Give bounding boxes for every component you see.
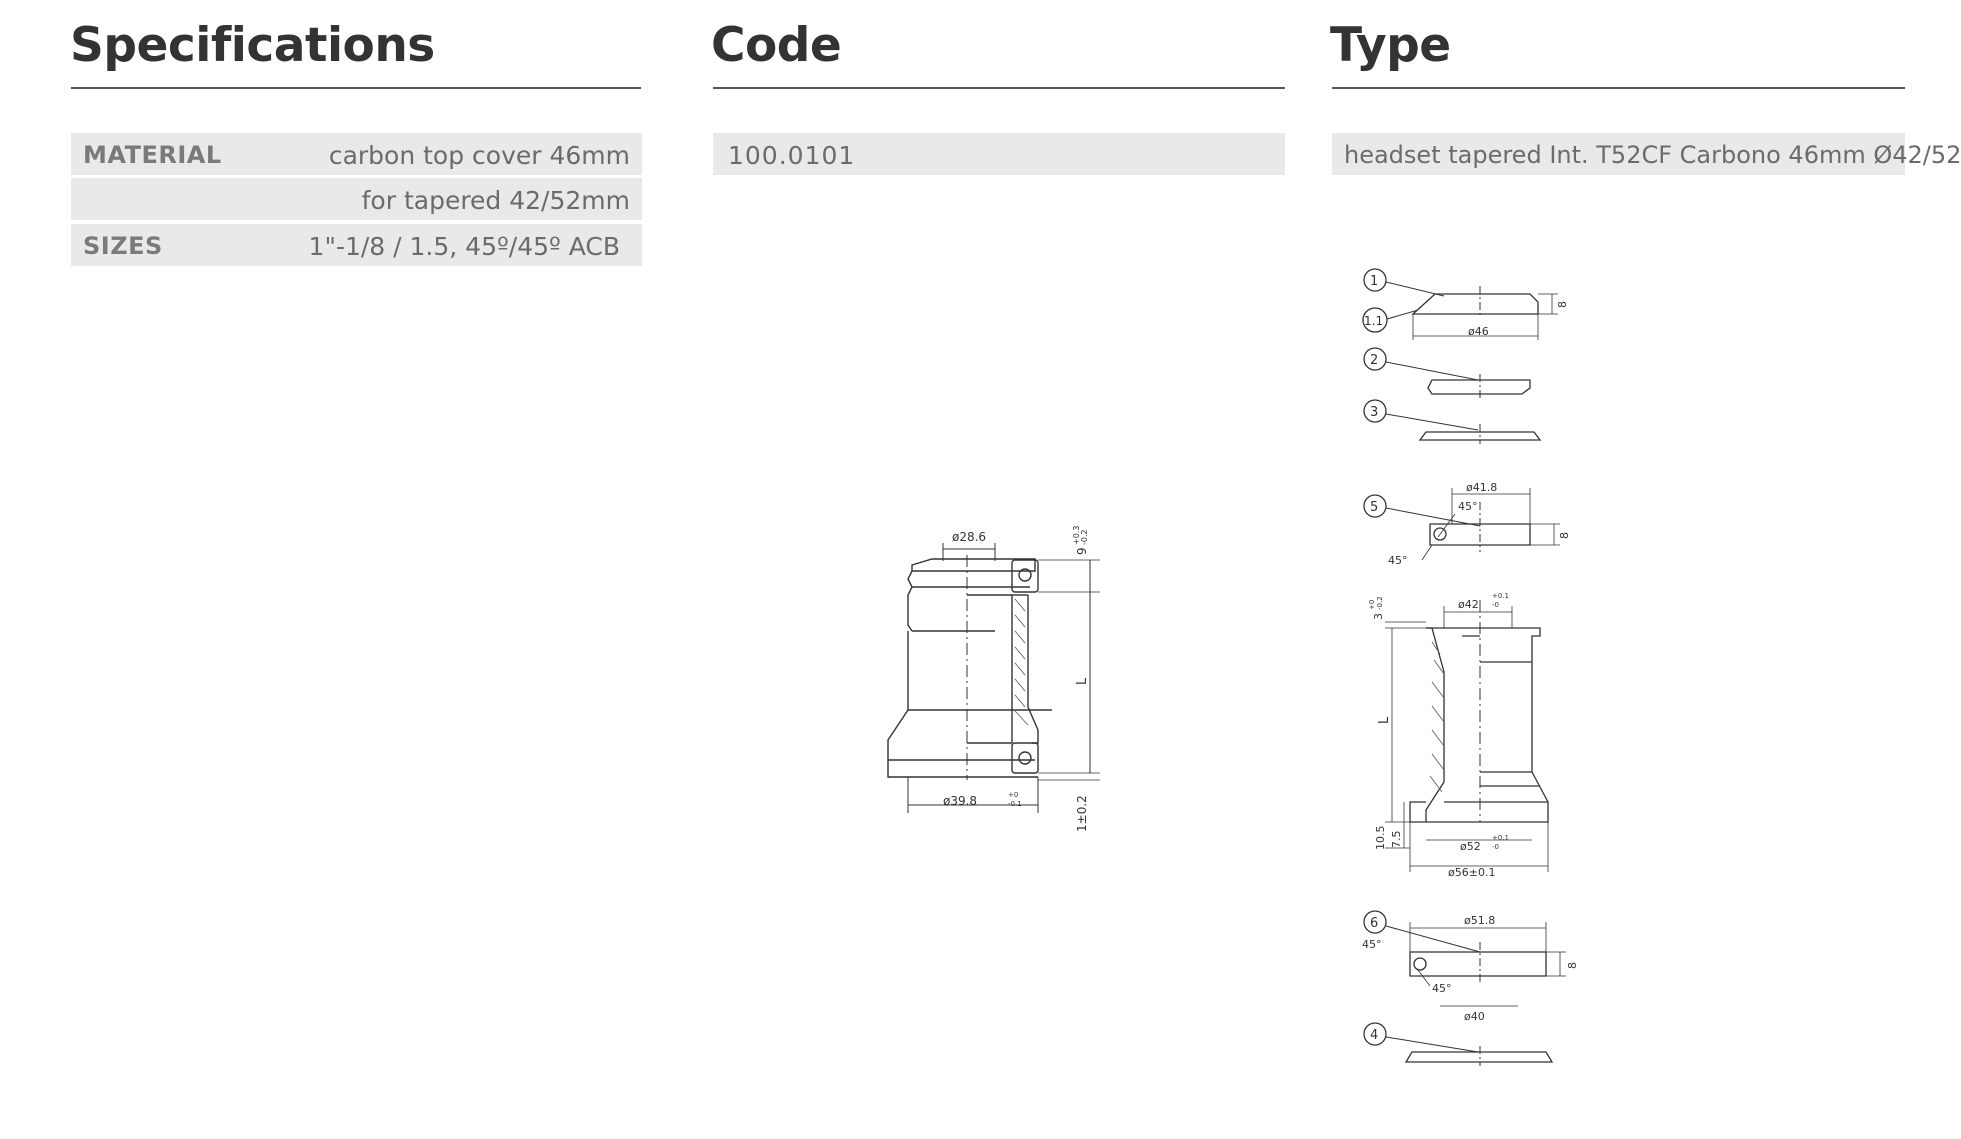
type-value: headset tapered Int. T52CF Carbono 46mm … [1344,141,1961,169]
dim-lower-bearing-h: 8 [1566,962,1579,969]
exploded-drawing: 1 1.1 2 3 5 6 4 ø46 8 ø41.8 45° 45° 8 ø4… [1362,268,1579,1066]
dim-lower-angle: 45° [1362,938,1382,951]
section-drawing: ø28.6 9 +0.3 -0.2 L ø39.8 +0 -0.1 1±0.2 [887,526,1100,832]
code-cell: 100.0101 [713,133,1285,175]
dim-upper-angle-2: 45° [1388,554,1408,567]
dim-upper-angle: 45° [1458,500,1478,513]
spec-row-material: MATERIAL carbon top cover 46mm [71,133,642,175]
dim-lower-bearing-dia: ø51.8 [1464,914,1495,927]
callout-5: 5 [1370,500,1378,515]
dim-bottom-dia-tol-minus: -0.1 [1008,800,1022,808]
spec-value: carbon top cover 46mm [328,141,630,170]
dim-bottom-gap: 1±0.2 [1075,795,1089,832]
dim-cup-top-tol-plus: +0.1 [1492,592,1509,600]
dim-cup-top-tol-minus: -0 [1492,601,1499,609]
spec-row-material-2: for tapered 42/52mm [71,178,642,220]
spec-row-sizes: SIZES 1"-1/8 / 1.5, 45º/45º ACB [71,224,642,266]
dim-cup-low-tol-minus: -0 [1492,843,1499,851]
dim-top-height: 9 [1075,547,1089,555]
spec-value: 1"-1/8 / 1.5, 45º/45º ACB [308,232,620,261]
dim-top-height-tol-minus: -0.2 [1080,529,1089,545]
dim-lower-bearing-inner: ø40 [1464,1010,1485,1023]
dim-upper-bearing-dia: ø41.8 [1466,481,1497,494]
dim-cup-low-dia: ø52 [1460,840,1481,853]
spec-value: for tapered 42/52mm [361,186,630,215]
callout-2: 2 [1370,353,1378,368]
spec-label: SIZES [83,232,163,260]
dim-cup-h2: 7.5 [1390,831,1403,849]
dim-top-height-tol-plus: +0.3 [1072,526,1081,545]
dim-top-dia: ø28.6 [952,530,986,544]
dim-cup-top-h-tol-plus: +0 [1368,600,1376,610]
dim-cup-flange-dia: ø56±0.1 [1448,866,1495,879]
code-rule [713,87,1285,89]
callout-4: 4 [1370,1028,1378,1043]
dim-cup-top-h: 3 [1372,613,1385,620]
dim-cup-top-dia: ø42 [1458,598,1479,611]
callout-1: 1 [1370,274,1378,289]
spec-label: MATERIAL [83,141,222,169]
code-value: 100.0101 [728,141,856,170]
callout-6: 6 [1370,916,1378,931]
dim-lower-angle-2: 45° [1432,982,1452,995]
dim-cup-low-tol-plus: +0.1 [1492,834,1509,842]
dim-cup-top-h-tol-minus: -0.2 [1376,596,1384,610]
specifications-heading: Specifications [70,18,435,73]
callout-3: 3 [1370,405,1378,420]
dim-cup-h1: 10.5 [1374,826,1387,851]
type-heading: Type [1330,18,1451,73]
dim-cover-dia: ø46 [1468,325,1489,338]
type-cell: headset tapered Int. T52CF Carbono 46mm … [1332,133,1961,175]
specifications-rule [71,87,641,89]
code-heading: Code [711,18,842,73]
dim-bottom-dia: ø39.8 [943,794,977,808]
dim-upper-bearing-h: 8 [1558,532,1571,539]
type-rule [1332,87,1905,89]
dim-cover-h: 8 [1556,301,1569,308]
dim-length: L [1075,677,1090,685]
callout-1-1: 1.1 [1364,314,1383,328]
dim-bottom-dia-tol-plus: +0 [1008,791,1018,799]
dim-cup-len: L [1377,716,1392,724]
